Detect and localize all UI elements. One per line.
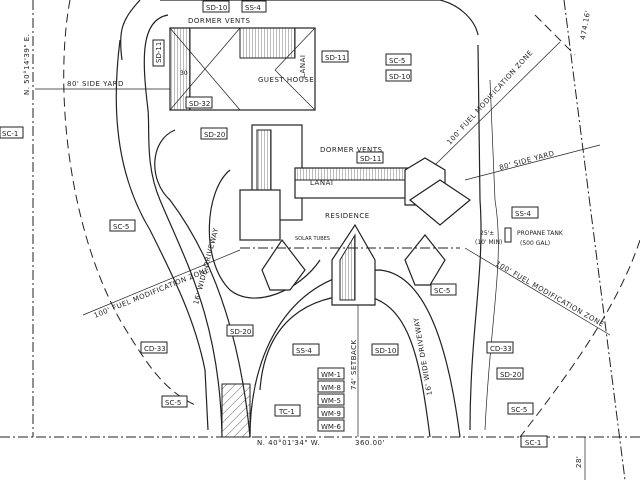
fuel-zone-sw-arrow [82, 249, 241, 316]
residence-lanai-label: LANAI [310, 179, 333, 187]
dormer-vents-label-residence: DORMER VENTS [320, 146, 383, 154]
side-yard-east-label: 80' SIDE YARD [498, 149, 555, 171]
tag-sc5-res: SC-5 [434, 287, 450, 295]
driveway-west-inner-edge [154, 129, 251, 438]
tag-sc5-se: SC-5 [511, 406, 527, 414]
east-property-line [563, 0, 626, 480]
side-yard-east-arrow [464, 144, 601, 181]
offset-label: 28' [575, 456, 583, 468]
tag-sd32: SD-32 [189, 100, 210, 108]
west-bearing-label: N. 50°14'39" E. [23, 34, 31, 95]
tag-tc1: TC-1 [278, 408, 295, 416]
residence-label: RESIDENCE [325, 212, 370, 220]
planting-border-east [469, 44, 482, 431]
residence: LANAI RESIDENCE DORMER VENTS SOLAR TUBES… [180, 70, 472, 306]
planting-border-north [160, 0, 479, 36]
tag-ss4-drive: SS-4 [296, 347, 312, 355]
driveway-loop-outer-edge [249, 269, 461, 438]
tag-cd33-east: CD-33 [490, 345, 512, 353]
tag-sc1-west: SC-1 [2, 130, 18, 138]
tag-sc5-west: SC-5 [113, 223, 129, 231]
fuel-zone-arc-east [519, 239, 640, 438]
solar-tubes-label: SOLAR TUBES [295, 236, 330, 242]
propane-min-label: (10' MIN) [475, 239, 502, 246]
tag-wm-6: WM-6 [321, 423, 341, 431]
tag-sc5-sw: SC-5 [165, 399, 181, 407]
fuel-zone-ne-label: 100' FUEL MODIFICATION ZONE [446, 49, 535, 147]
tag-sd20-drive: SD-20 [230, 328, 251, 336]
tag-sd11-ne: SD-11 [325, 54, 346, 62]
guest-house-label: GUEST HOUSE [258, 76, 314, 84]
tag-ss4-east: SS-4 [515, 210, 531, 218]
fuel-zone-ne-arrow [434, 41, 561, 166]
driveway-apron [221, 383, 251, 438]
fuel-zone-arc-ne [534, 14, 576, 56]
tag-wm-9: WM-9 [321, 410, 341, 418]
setback-label: 74' SETBACK [350, 339, 358, 390]
tag-sd10-top: SD-10 [206, 4, 227, 12]
roof-pitch-label: 30 [180, 70, 188, 77]
tag-sc5-ne: SC-5 [389, 57, 405, 65]
driveway-west-outer-edge [143, 14, 223, 438]
propane-clearance-label: 25'± [480, 230, 494, 237]
tag-wm-8: WM-8 [321, 384, 341, 392]
guest-lanai-label: LANAI [299, 55, 307, 78]
dormer-vents-label-guest: DORMER VENTS [188, 17, 251, 25]
tag-wm-1: WM-1 [321, 371, 341, 379]
tag-sd10-ne: SD-10 [389, 73, 410, 81]
propane-tank-symbol [504, 227, 512, 243]
driveway-west-label: 16' WIDE DRIVEWAY [192, 227, 220, 306]
guest-house: GUEST HOUSE LANAI DORMER VENTS [169, 17, 316, 111]
side-yard-west-label: 80' SIDE YARD [67, 80, 124, 88]
tag-sc1-south: SC-1 [525, 439, 541, 447]
east-length-label: 474.16' [579, 9, 592, 40]
tag-sd10-drive: SD-10 [375, 347, 396, 355]
fuel-zone-arc-west [63, 0, 196, 406]
fuel-zone-se-arrow [464, 247, 611, 336]
planting-border-nw [119, 0, 141, 61]
tag-sd20-mid: SD-20 [204, 131, 225, 139]
tag-ss4-top: SS-4 [245, 4, 261, 12]
south-bearing-label: N. 40°01'34" W. [257, 439, 320, 447]
propane-tank-label: PROPANE TANK [517, 230, 564, 237]
tag-sd11-res: SD-11 [360, 155, 381, 163]
south-length-label: 360.00' [355, 439, 385, 447]
planting-border-west [115, 39, 209, 431]
tag-wm-5: WM-5 [321, 397, 341, 405]
fuel-zone-se-label: 100' FUEL MODIFICATION ZONE [494, 260, 606, 329]
tag-sd11-guest: SD-11 [155, 42, 163, 63]
tag-cd33-west: CD-33 [144, 345, 166, 353]
tag-sd20-east: SD-20 [500, 371, 521, 379]
planting-border-east-inner [484, 79, 499, 431]
callout-tags: SD-10 SS-4 SD-11 SD-32 SD-11 SC-5 SD-10 … [0, 0, 548, 448]
propane-capacity-label: (500 GAL) [520, 240, 550, 247]
fuel-zone-sw-label: 100' FUEL MODIFICATION ZONE [93, 266, 211, 320]
